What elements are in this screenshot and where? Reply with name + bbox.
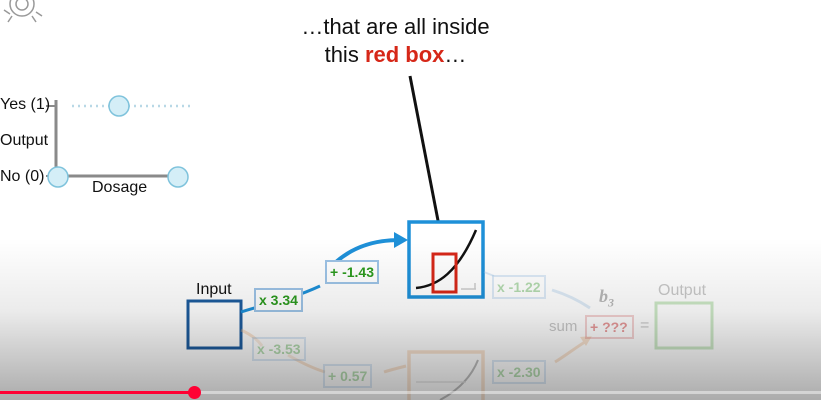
bottom-branch	[240, 328, 592, 400]
progress-bar-played	[0, 391, 195, 394]
yes-label: Yes (1)	[0, 96, 51, 113]
logo-fragment-icon	[3, 0, 43, 23]
top-output-edge	[483, 271, 591, 310]
b3-letter: b	[599, 286, 608, 306]
data-point-no-2	[167, 166, 189, 188]
data-point-no-1	[47, 166, 69, 188]
out-weight-top: x -1.22	[492, 275, 546, 299]
progress-bar-track[interactable]	[0, 391, 821, 394]
progress-scrubber-handle[interactable]	[188, 386, 202, 399]
dosage-label: Dosage	[92, 179, 148, 196]
hidden-node-top	[407, 220, 485, 299]
annotation-line-1: …that are all inside	[301, 14, 490, 39]
output-label: Output	[658, 282, 707, 299]
data-point-yes	[108, 95, 130, 117]
red-box	[431, 252, 458, 294]
out-weight-bottom: x -2.30	[492, 360, 546, 384]
weight-bottom: x -3.53	[252, 337, 306, 361]
equals-sign: =	[640, 317, 650, 334]
output-node	[585, 301, 714, 350]
annotation-line-2: this red box…	[0, 42, 806, 68]
output-axis-label: Output	[0, 132, 49, 149]
top-bias-to-node-arrow	[334, 238, 401, 264]
sum-label: sum	[549, 318, 578, 335]
activation-curve-top	[415, 229, 478, 290]
unknown-bias: + ???	[590, 319, 628, 335]
no-label: No (0)	[0, 168, 45, 185]
input-node	[186, 299, 243, 350]
b3-subscript: 3	[608, 295, 614, 310]
annotation-line-2-pre: this	[324, 42, 365, 67]
b3-label: b3	[599, 286, 614, 311]
bias-top: + -1.43	[325, 260, 379, 284]
top-arrow-head	[394, 232, 408, 248]
annotation-red-box-text: red box	[364, 42, 445, 67]
annotation-line-2-post: …	[444, 42, 467, 67]
weight-top: x 3.34	[254, 288, 303, 312]
bias-bottom: + 0.57	[323, 364, 373, 388]
input-label: Input	[196, 281, 232, 298]
